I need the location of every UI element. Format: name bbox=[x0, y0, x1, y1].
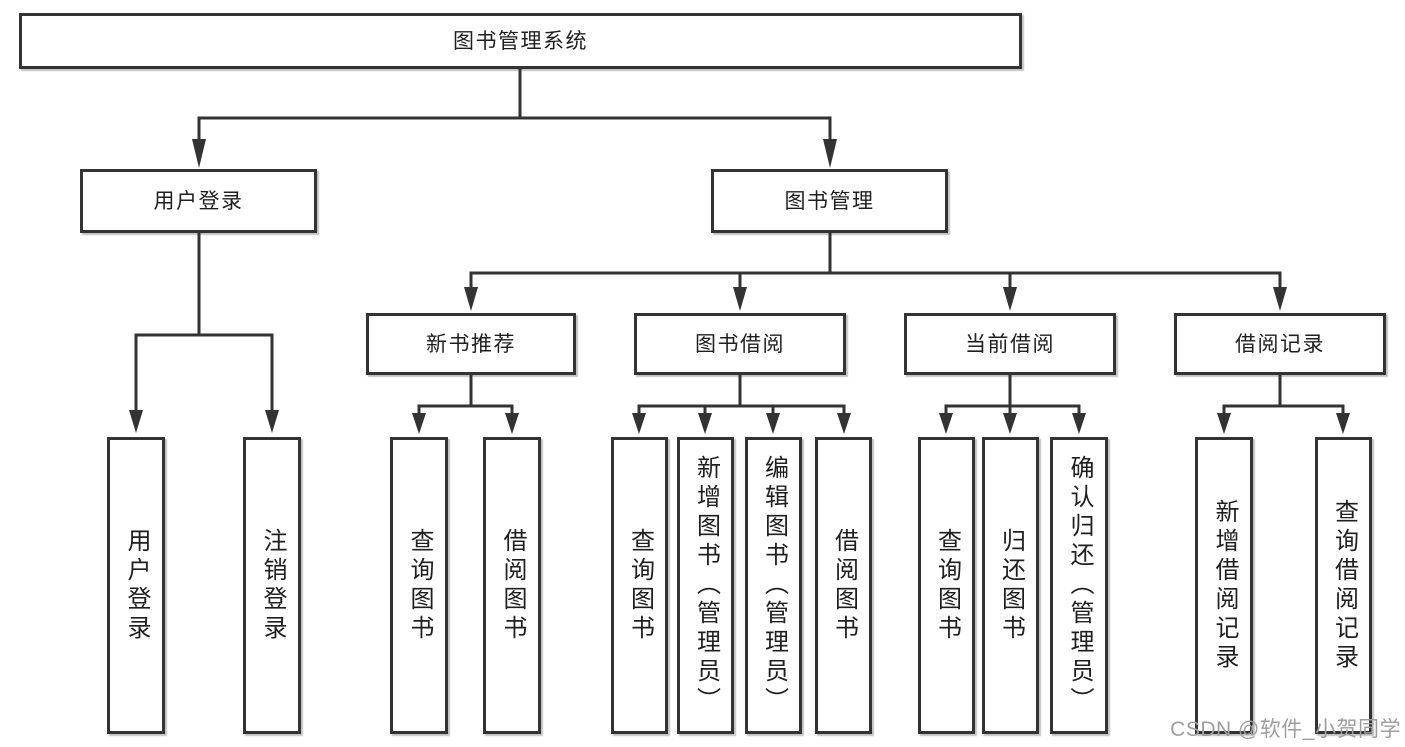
leaf-query-book-current: 查询图书 bbox=[918, 437, 975, 734]
node-book-borrow: 图书借阅 bbox=[634, 313, 846, 375]
node-root-system: 图书管理系统 bbox=[19, 13, 1022, 69]
leaf-confirm-return-admin: 确认归还（管理员） bbox=[1050, 437, 1108, 734]
leaf-add-book-admin: 新增图书（管理员） bbox=[677, 437, 734, 734]
leaf-edit-book-admin: 编辑图书（管理员） bbox=[745, 437, 802, 734]
node-new-book-recommend: 新书推荐 bbox=[366, 313, 576, 375]
leaf-return-book: 归还图书 bbox=[982, 437, 1039, 734]
leaf-query-borrow-record: 查询借阅记录 bbox=[1315, 437, 1372, 734]
leaf-query-book-recommend: 查询图书 bbox=[390, 437, 448, 734]
node-borrow-records: 借阅记录 bbox=[1174, 313, 1386, 375]
connector-root-to-branches bbox=[197, 69, 832, 140]
connector-current-borrow-to-leaves bbox=[944, 375, 1081, 414]
leaf-add-borrow-record: 新增借阅记录 bbox=[1195, 437, 1253, 734]
leaf-borrow-book: 借阅图书 bbox=[815, 437, 872, 734]
connector-new-book-to-leaves bbox=[417, 375, 514, 414]
node-user-login: 用户登录 bbox=[80, 169, 317, 233]
leaf-query-book-borrow: 查询图书 bbox=[611, 437, 668, 734]
leaf-user-login: 用户登录 bbox=[107, 437, 165, 734]
connector-book-mgmt-to-modules bbox=[469, 233, 1282, 288]
node-current-borrow: 当前借阅 bbox=[904, 313, 1116, 375]
connector-borrow-records-to-leaves bbox=[1222, 375, 1345, 414]
connector-user-login-to-leaves bbox=[134, 233, 274, 411]
leaf-borrow-book-recommend: 借阅图书 bbox=[483, 437, 541, 734]
leaf-logout: 注销登录 bbox=[243, 437, 301, 734]
connector-book-borrow-to-leaves bbox=[637, 375, 846, 414]
node-book-management: 图书管理 bbox=[711, 169, 948, 233]
csdn-watermark: CSDN @软件_小贺同学 bbox=[1170, 718, 1401, 741]
